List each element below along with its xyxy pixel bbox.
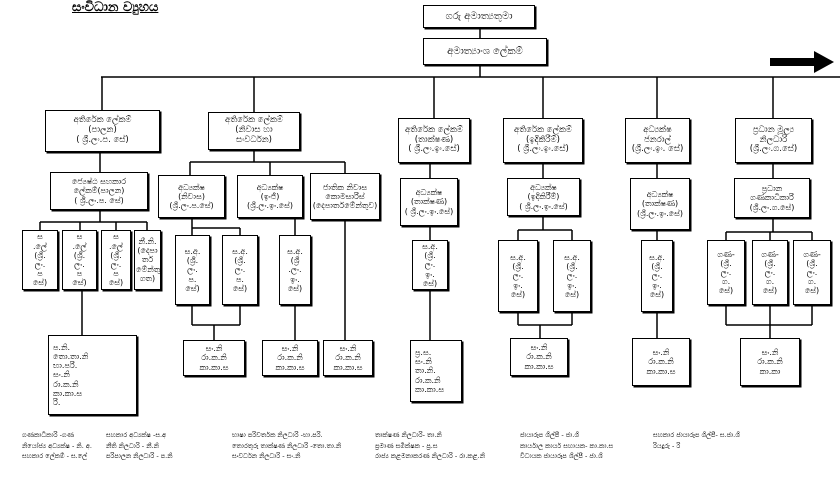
box-assistant-director-engineering: ස.අ. (ශ්‍රී .ලං. ඉං. සේ) bbox=[279, 235, 311, 305]
box-assistant-secretary: ස .ලේ (ශ්‍රී. ලං. ප සේ) bbox=[62, 230, 97, 290]
box-director-engineering: අධ්‍යක්ෂ (ඉංජි) (ශ්‍රී.ලං.ඉං.සේ) bbox=[237, 175, 303, 218]
legend-item: භාෂා පරිවර්තක නිලධාරි -භා.පරි. bbox=[232, 431, 323, 439]
box-staff-commissioner: සං.නි රා.ක.නි කා.කා.ස bbox=[323, 340, 373, 376]
box-legal-officer: නී.නි. (දෙපා ර්ත මේන්තු ගත) bbox=[134, 230, 161, 290]
box-additional-secretary-admin: අතිරේක ලේකම් (පාලන) ( ශ්‍රී.ලං.ප. සේ) bbox=[45, 110, 160, 152]
connector-group-finance bbox=[725, 163, 813, 338]
box-accountant: ගණ- (ශ්‍රී. ලං. ග. සේ) bbox=[793, 240, 831, 305]
legend-item: තාක්ෂණ නිලධාරි- තා.නි bbox=[375, 431, 442, 439]
box-assistant-secretary: ස .ලේ (ශ්‍රී. ලං. ප සේ) bbox=[22, 230, 58, 290]
box-staff-housing: සං.නි රා.ක.නි කා.කා.ස bbox=[183, 340, 245, 376]
box-director-technical-dg: අධ්‍යක්ෂ (තාක්ෂණ) (ශ්‍රී.ලං.ඉං.සේ) bbox=[630, 178, 690, 230]
legend-column: තාක්ෂණ නිලධාරි- තා.නි ප්‍රමාණ සමීක්ෂක - … bbox=[375, 430, 517, 464]
box-chief-accountant: ප්‍රධාන ගණකාධිකාරි (ශ්‍රී.ලං.ග.සේ) bbox=[734, 178, 810, 218]
box-staff-technical: ප්‍ර.ස. සං.නි තා.නි. රා.ක.නි කා.කා.ස bbox=[410, 340, 462, 402]
box-assistant-director-dg: ස.අ. (ශ්‍රී. ලං. ඉං. සේ) bbox=[641, 240, 673, 312]
page-title: සංවිධාන ව්‍යුහය bbox=[72, 0, 159, 15]
legend-item: කාර්යාල කාර්ය සහායක- කා.කා.ස bbox=[520, 441, 614, 450]
box-national-housing-commissioner: ජාතික නිවාස කොමසාරිස් (දෙපාර්තමේන්තුව) bbox=[310, 173, 380, 220]
box-assistant-director-construction: ස.අ. (ශ්‍රී. ලං. ඉං. සේ) bbox=[498, 240, 538, 312]
legend-column: ජායාරූප ශිල්පී - ජා.ශි කාර්යාල කාර්ය සහා… bbox=[520, 430, 650, 464]
box-assistant-director-housing: ස.අ. (ශ්‍රී. ලං. ප. සේ) bbox=[222, 235, 258, 305]
connector-group-top bbox=[101, 28, 840, 118]
box-director-technical: අධ්‍යක්ෂ (තාක්ෂණ) ( ශ්‍රී.ලං.ඉං.සේ) bbox=[400, 178, 458, 226]
legend-item: සහකාර අධ්‍යක්ෂ -ස.අ bbox=[106, 431, 167, 439]
legend-item: සහකාර ලේකම් - ස.ලේ bbox=[22, 452, 88, 460]
box-additional-secretary-housing: අතිරේක ලේකම් (නිවාස හා සංවර්ධන) bbox=[208, 112, 300, 150]
box-staff-engineering: සං.නි රා.ක.නි කා.කා.ස bbox=[262, 340, 318, 376]
box-minister: ගරු අමාත්‍යතුමා bbox=[423, 5, 535, 28]
connector-group-admin bbox=[39, 152, 148, 335]
legend-item: විධායක ජායාරූප ශිල්පී - ජා.ශි bbox=[520, 452, 603, 460]
legend-item: තොරතුරු තාක්ෂණ නිලධාරි -තො.තා.නි bbox=[232, 441, 342, 450]
legend-item: ගණකාධිකාරි -ගණ bbox=[22, 431, 74, 439]
box-director-housing: අධ්‍යක්ෂ (නිවාස) (ශ්‍රී.ලං.ප.සේ) bbox=[158, 175, 225, 218]
box-assistant-director-construction: ස.අ. (ශ්‍රී. ලං. ඉං. සේ) bbox=[553, 240, 591, 312]
box-additional-secretary-technical: අතිරේක ලේකම් (තාක්ෂණ) ( ශ්‍රී.ලං.ඉං.සේ) bbox=[398, 118, 470, 163]
box-senior-assistant-secretary: ජ්‍යෙෂ්ඨ සහකාර ලේකම්(පාලන) ( ශ්‍රී.ලං.ප.… bbox=[50, 172, 148, 210]
box-accountant: ගණ- (ශ්‍රී. ලං. ග. සේ) bbox=[707, 240, 745, 305]
box-director-construction: අධ්‍යක්ෂ (ඉදිකිරීම්) ( ශ්‍රී.ලං.ඉං.සේ) bbox=[507, 178, 580, 216]
legend-item: සහකාර ජායාරූප ශිල්පී- ස.ජා.ශි bbox=[653, 431, 740, 439]
legend-item: රාජ්‍ය කළමනාකරණ නිලධාරි - රා.කළ.නි bbox=[375, 452, 485, 460]
legend-item: නියෝජ්‍ය අධ්‍යක්ෂ - නි. අ. bbox=[22, 441, 92, 450]
connector-group-construction bbox=[517, 163, 573, 338]
box-assistant-director-technical: ස.අ. (ශ්‍රී. ලං. ඉං. සේ) bbox=[412, 240, 448, 290]
legend-item: ප්‍රමාණ සමීක්ෂක - ප්‍ර.ස bbox=[375, 441, 438, 450]
box-assistant-secretary: ස .ලේ (ශ්‍රී. ලං. ප සේ) bbox=[101, 230, 131, 290]
box-chief-financial-officer: ප්‍රධාන මූල්‍ය නිලධාරි (ශ්‍රී.ලං.ග.සේ) bbox=[735, 118, 812, 163]
legend-item: ජායාරූප ශිල්පී - ජා.ශි bbox=[520, 431, 579, 439]
legend-item: රියදුරු - රි bbox=[653, 441, 681, 450]
legend-column: සහකාර අධ්‍යක්ෂ -ස.අ නීති නිලධාරි - නී.නි… bbox=[106, 430, 230, 464]
arrow-right-icon bbox=[770, 51, 834, 73]
legend-item: සංවර්ධන නිලධාරි - සං.නි bbox=[232, 452, 301, 460]
legend-column: ගණකාධිකාරි -ගණ නියෝජ්‍ය අධ්‍යක්ෂ - නි. අ… bbox=[22, 430, 104, 464]
legend-item: නීති නිලධාරි - නී.නි bbox=[106, 441, 159, 450]
box-assistant-director-housing: ස.අ. (ශ්‍රී. ලං. ප. සේ) bbox=[175, 235, 210, 305]
connector-group-housing bbox=[189, 150, 346, 340]
box-accountant: ගණ- (ශ්‍රී. ලං. ග. සේ) bbox=[752, 240, 788, 305]
box-staff-admin: ප.නි. තො.තා.නි භා.පරි. සං.නි රා.ක.නි කා.… bbox=[48, 335, 137, 415]
legend-column: සහකාර ජායාරූප ශිල්පී- ස.ජා.ශි රියදුරු - … bbox=[653, 430, 783, 464]
box-ministry-secretary: අමාත්‍යාංශ ලේකම් bbox=[423, 38, 547, 65]
box-staff-construction: සං.නි රා.ක.නි කා.කා.ස bbox=[510, 338, 568, 376]
box-staff-finance: සං.නි රා.ක.නි කා.කා bbox=[740, 338, 800, 386]
box-director-general: අධ්‍යක්ෂ ජනරාල් (ශ්‍රී.ලං.ඉං. සේ) bbox=[625, 118, 690, 163]
box-additional-secretary-construction: අතිරේක ලේකම් (ඉදිකිරීම්) ( ශ්‍රී.ලං.ඉං.ස… bbox=[503, 118, 583, 163]
box-staff-dg: සං.නි රා.ක.නි කා.කා.ස bbox=[632, 338, 690, 386]
legend-item: පරිපාලන නිලධාරි - ප.නි bbox=[106, 452, 173, 460]
legend-column: භාෂා පරිවර්තක නිලධාරි -භා.පරි. තොරතුරු ත… bbox=[232, 430, 372, 464]
